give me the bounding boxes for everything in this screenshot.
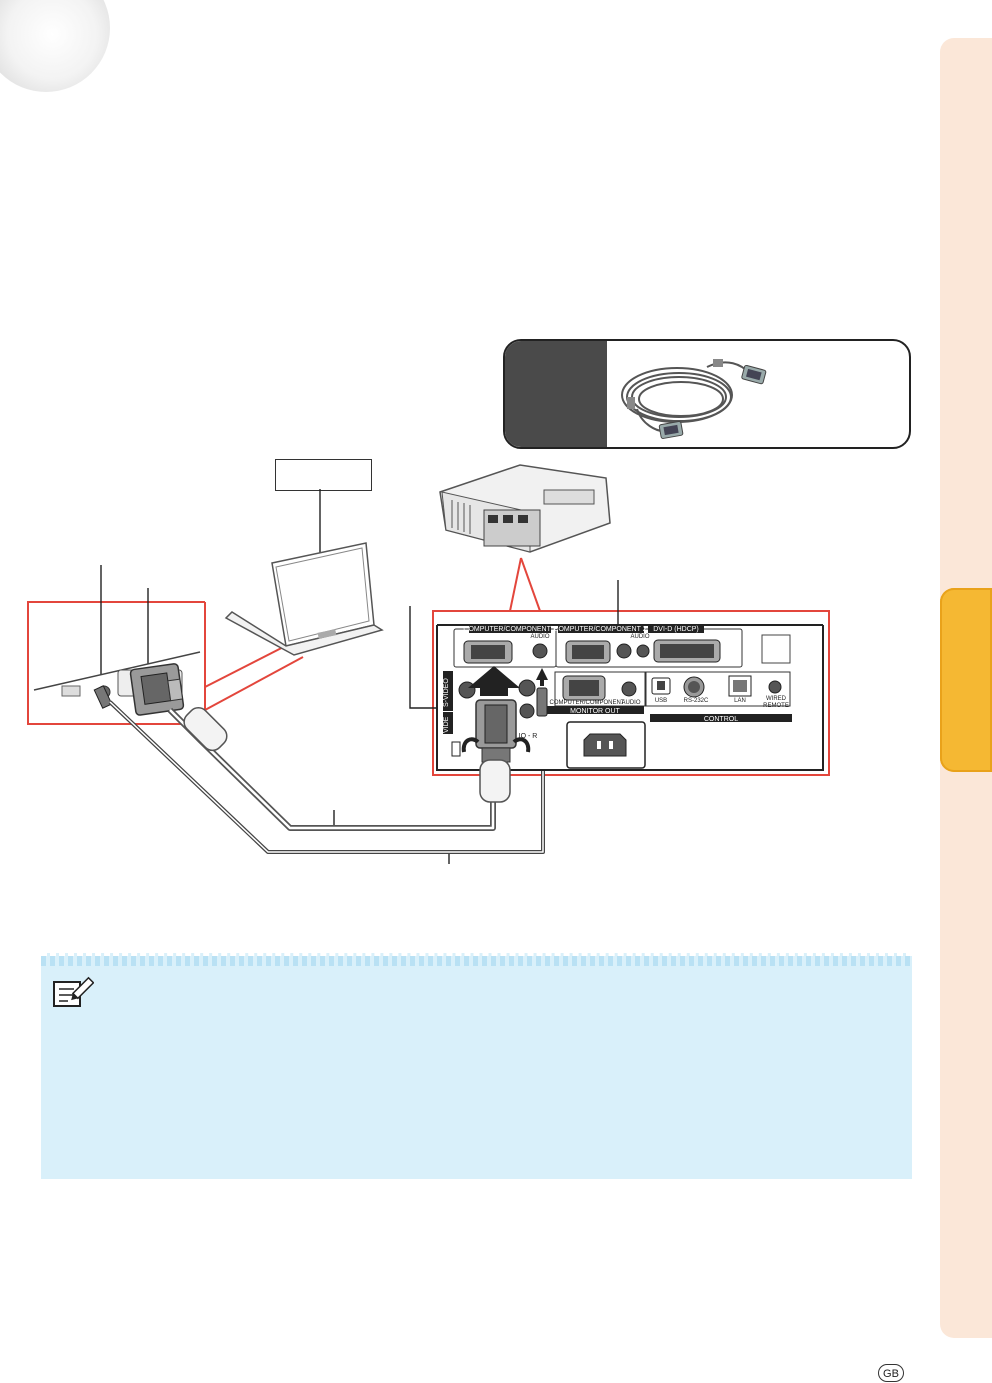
label-audio-2: AUDIO xyxy=(630,634,649,640)
label-computer-component-2: COMPUTER/COMPONENT 2 xyxy=(553,626,646,633)
label-audio-3: AUDIO xyxy=(621,700,640,706)
label-video: VIDE xyxy=(443,716,450,733)
label-control: CONTROL xyxy=(704,716,738,723)
note-pencil-icon xyxy=(53,976,94,1007)
connection-diagram: COMPUTER/COMPONENT 1 AUDIO COMPUTER/COMP… xyxy=(27,464,830,864)
label-usb: USB xyxy=(655,698,667,704)
projector-icon xyxy=(439,464,611,553)
language-badge: GB xyxy=(878,1364,904,1382)
vga-plug-projector xyxy=(461,666,531,803)
supplied-cable-label-panel xyxy=(505,341,607,447)
projector-rear-panel: COMPUTER/COMPONENT 1 AUDIO COMPUTER/COMP… xyxy=(436,624,824,771)
ac-socket-icon xyxy=(583,733,627,757)
note-box-border xyxy=(41,956,912,966)
supplied-cable-box xyxy=(503,339,911,449)
label-s-video: S-VIDEO xyxy=(443,678,450,707)
label-wired: WIRED xyxy=(766,696,787,702)
label-dvi-d: DVI-D (HDCP) xyxy=(653,626,699,633)
label-lan: LAN xyxy=(734,698,746,704)
label-audio-1: AUDIO xyxy=(530,634,549,640)
laptop-icon xyxy=(224,542,384,656)
vga-cable-icon xyxy=(621,359,767,439)
laptop-port-closeup xyxy=(33,651,201,718)
ferrite-core xyxy=(183,707,228,752)
label-audio-lr: IO - R xyxy=(519,733,538,740)
audio-plug-projector xyxy=(536,668,548,717)
label-monitor-out-heading: COMPUTER/COMPONENT xyxy=(550,700,625,706)
vga-plug-laptop xyxy=(129,663,185,716)
label-remote: REMOTE xyxy=(763,703,789,709)
callout-outlines xyxy=(27,557,830,776)
computer-label-box xyxy=(275,459,372,491)
label-computer-component-1: COMPUTER/COMPONENT 1 xyxy=(463,626,556,633)
note-box xyxy=(41,953,912,1179)
label-monitor-out: MONITOR OUT xyxy=(570,708,620,715)
side-tab-active-section[interactable] xyxy=(940,588,992,772)
label-rs232c: RS-232C xyxy=(684,698,709,704)
